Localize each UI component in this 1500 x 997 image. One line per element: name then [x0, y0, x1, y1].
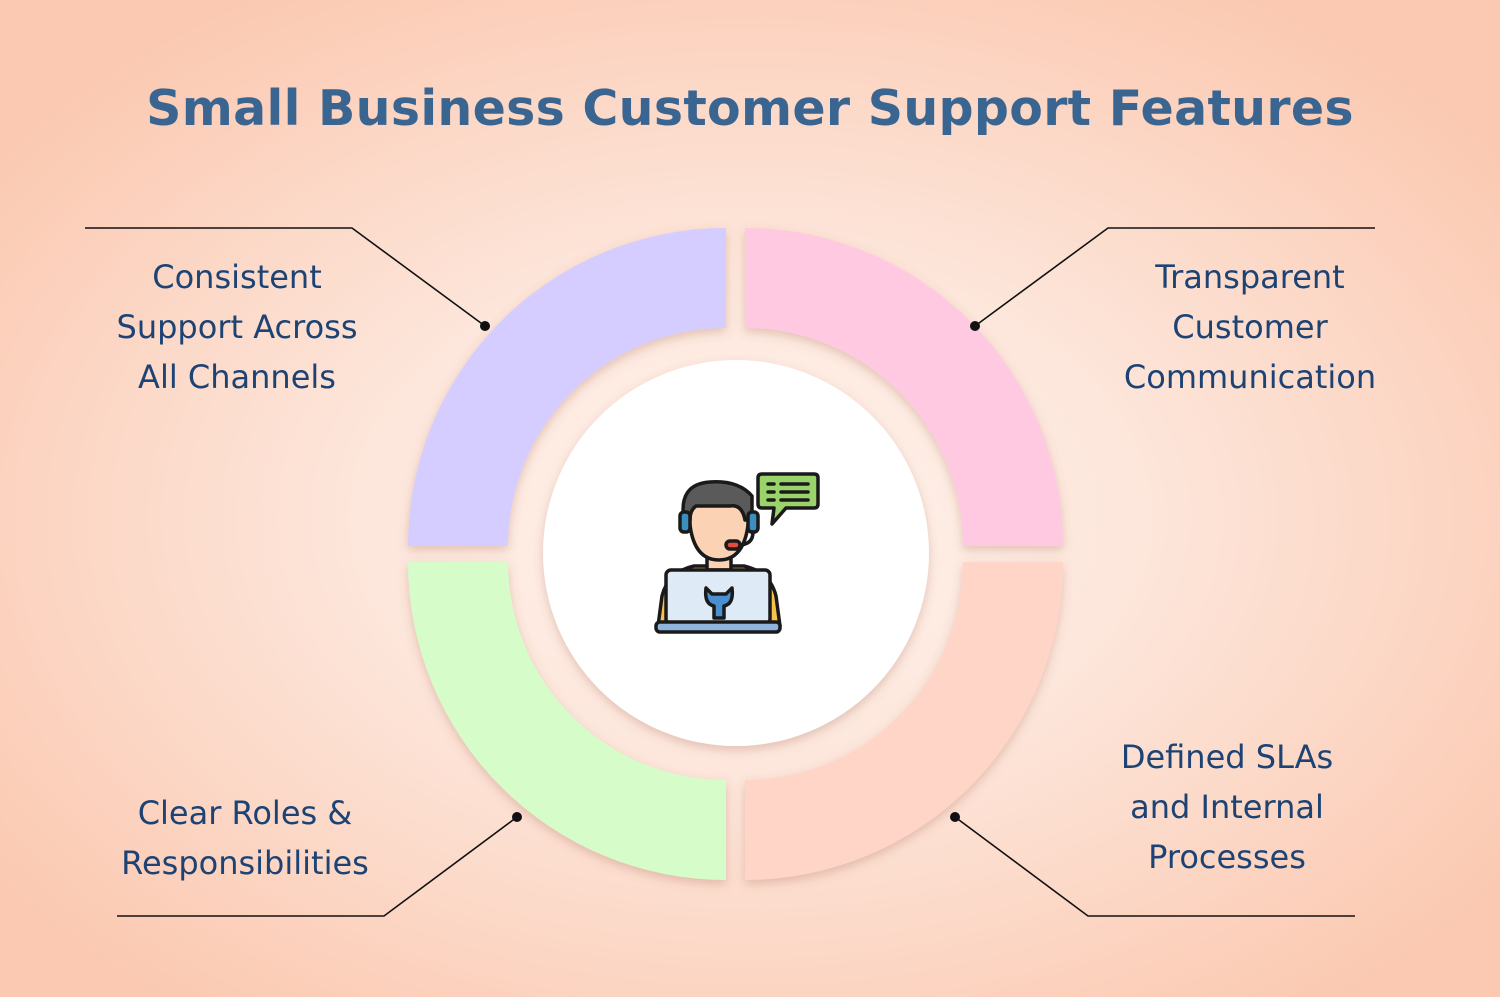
feature-label-top-left: Consistent Support Across All Channels — [116, 258, 358, 396]
connector-bottom-right — [950, 812, 1355, 917]
segment-top-right — [745, 228, 1063, 546]
connector-top-right — [970, 227, 1375, 331]
connector-top-left — [85, 227, 490, 331]
feature-label-top-right: Transparent Customer Communication — [1123, 258, 1377, 396]
segment-bottom-left — [408, 562, 726, 880]
feature-label-bottom-right: Defined SLAs and Internal Processes — [1120, 738, 1334, 876]
segment-bottom-right — [745, 562, 1063, 880]
feature-label-bottom-left: Clear Roles & Responsibilities — [121, 794, 369, 882]
customer-support-agent-icon — [654, 472, 820, 634]
connector-bottom-left — [117, 812, 522, 917]
segment-top-left — [408, 228, 726, 546]
page-title: Small Business Customer Support Features — [146, 80, 1354, 137]
